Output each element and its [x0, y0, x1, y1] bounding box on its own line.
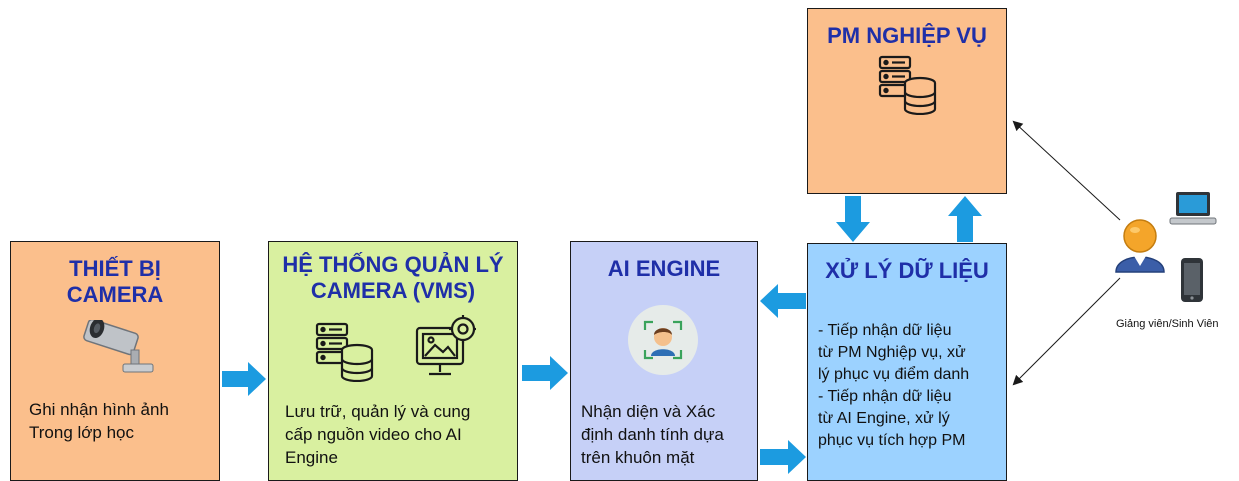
monitor-settings-icon	[415, 315, 476, 376]
camera-device-description: Ghi nhận hình ảnh Trong lớp học	[29, 400, 169, 442]
arrow-vms-to-ai-engine	[522, 356, 568, 390]
arrow-data-to-ai-engine	[760, 284, 806, 318]
camera-device-box: THIẾT BỊ CAMERA Ghi nhận hình ảnh Trong …	[10, 241, 220, 481]
arrow-ai-engine-to-data	[760, 440, 806, 474]
user-caption: Giảng viên/Sinh Viên	[1116, 318, 1219, 330]
vms-title: HỆ THỐNG QUẢN LÝ CAMERA (VMS)	[282, 252, 504, 303]
business-software-box: PM NGHIỆP VỤ	[807, 8, 1007, 194]
vms-description: Lưu trữ, quản lý và cung cấp nguồn video…	[285, 402, 471, 467]
cctv-camera-icon	[83, 320, 154, 373]
camera-device-title: THIẾT BỊ CAMERA	[66, 256, 164, 307]
business-software-title: PM NGHIỆP VỤ	[827, 23, 987, 48]
face-recognition-icon	[628, 305, 698, 375]
ai-engine-title: AI ENGINE	[607, 256, 721, 281]
user-icon	[1115, 219, 1165, 273]
arrow-data-to-pm	[948, 196, 982, 242]
data-processing-description: - Tiếp nhận dữ liệu từ PM Nghiệp vụ, xử …	[818, 322, 970, 449]
server-database-icon	[878, 55, 937, 115]
laptop-icon	[1169, 192, 1217, 225]
vms-box: HỆ THỐNG QUẢN LÝ CAMERA (VMS) Lưu trữ, q…	[268, 241, 518, 481]
data-processing-box: XỬ LÝ DỮ LIỆU - Tiếp nhận dữ liệu từ PM …	[807, 243, 1007, 481]
ai-engine-box: AI ENGINE Nhận diện và Xác định danh tín…	[570, 241, 758, 481]
arrow-user-to-data	[1012, 277, 1121, 386]
smartphone-icon	[1181, 258, 1203, 302]
arrow-user-to-pm	[1012, 120, 1121, 221]
ai-engine-description: Nhận diện và Xác định danh tính dựa trên…	[581, 402, 724, 467]
arrow-camera-to-vms	[222, 362, 266, 396]
arrow-pm-to-data	[836, 196, 870, 242]
user-connector-arrows	[1012, 120, 1121, 386]
data-processing-title: XỬ LÝ DỮ LIỆU	[825, 258, 989, 283]
server-database-icon	[315, 322, 374, 382]
